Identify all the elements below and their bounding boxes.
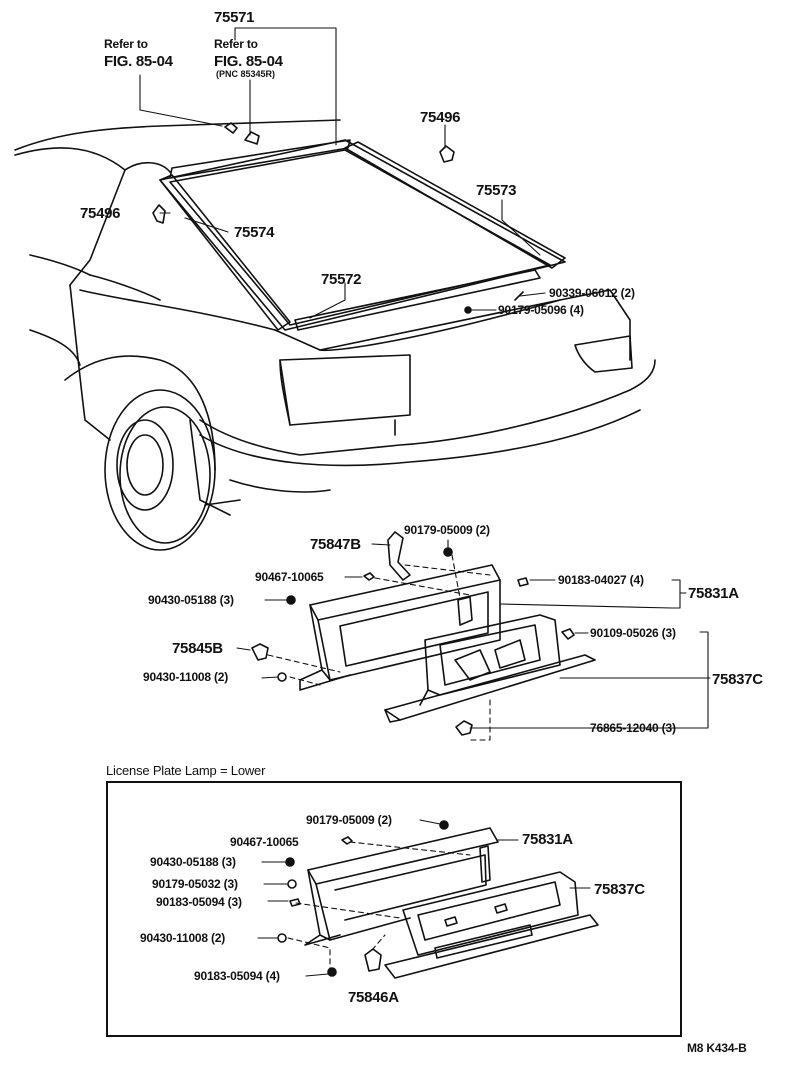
inset-label-90179-05032: 90179-05032 (3) (152, 877, 238, 891)
label-75847b: 75847B (310, 536, 361, 553)
clip-right (439, 145, 455, 163)
label-90430-11008: 90430-11008 (2) (143, 670, 229, 684)
inset-label-90183-05094-b: 90183-05094 (4) (194, 969, 280, 983)
label-75572: 75572 (321, 271, 362, 288)
dashed-guides-middle (267, 554, 491, 741)
label-90467-10065: 90467-10065 (255, 570, 324, 584)
weatherstrip-top (169, 139, 351, 179)
label-90109-05026: 90109-05026 (3) (590, 626, 676, 640)
inset-label-75831a: 75831A (522, 831, 573, 848)
label-refer-left-2: FIG. 85-04 (104, 53, 173, 70)
weatherstrip-right (344, 141, 566, 269)
inset-label-90430-11008: 90430-11008 (2) (140, 931, 226, 945)
label-90179-05009: 90179-05009 (2) (404, 523, 490, 537)
inset-label-90430-05188: 90430-05188 (3) (150, 855, 236, 869)
nut-c (286, 595, 296, 605)
garnish-75831a (299, 564, 501, 691)
leader-lines-inset (257, 819, 591, 977)
bracket-75845b (251, 643, 269, 661)
screw-b (561, 628, 575, 640)
clip-left (152, 204, 166, 224)
nut-a (464, 306, 472, 314)
clip-top-center (244, 131, 260, 145)
nut-d (277, 672, 287, 682)
label-refer-right-2: FIG. 85-04 (214, 53, 283, 70)
rear-glass (159, 139, 566, 331)
inset-grommet (341, 836, 353, 845)
clip-d (455, 720, 473, 736)
label-75496-right: 75496 (420, 109, 461, 126)
label-90430-05188: 90430-05188 (3) (148, 593, 234, 607)
inset-label-90183-05094-a: 90183-05094 (3) (156, 895, 242, 909)
label-75571: 75571 (214, 9, 255, 26)
inset-clip-f (327, 967, 337, 977)
weatherstrip-left (159, 174, 291, 331)
inset-label-75846a: 75846A (348, 989, 399, 1006)
leader-lines-upper (139, 27, 546, 319)
label-76865-12040: 76865-12040 (3) (590, 721, 676, 735)
car-body-outline (14, 119, 656, 516)
label-75831a: 75831A (688, 585, 739, 602)
inset-frame (106, 781, 682, 1037)
label-75496-left: 75496 (80, 205, 121, 222)
clip-top-left (224, 122, 238, 134)
label-75574: 75574 (234, 224, 275, 241)
footer-code: M8 K434-B (687, 1041, 747, 1055)
label-refer-right-1: Refer to (214, 37, 258, 51)
label-90183-04027: 90183-04027 (4) (558, 573, 644, 587)
inset-label-90179-05009: 90179-05009 (2) (306, 813, 392, 827)
label-90339-06012: 90339-06012 (2) (549, 286, 635, 300)
inset-label-75837c: 75837C (594, 881, 645, 898)
label-refer-right-pnc: (PNC 85345R) (216, 69, 276, 79)
inset-label-90467-10065: 90467-10065 (230, 835, 299, 849)
label-75837c: 75837C (712, 671, 763, 688)
inset-nut-b (439, 820, 449, 830)
plate-bracket-75837c (384, 614, 596, 723)
screw-a (514, 291, 524, 301)
label-90179-05096: 90179-05096 (4) (498, 303, 584, 317)
label-75845b: 75845B (172, 640, 223, 657)
clip-c (517, 577, 529, 587)
inset-title: License Plate Lamp = Lower (106, 763, 266, 778)
label-refer-left-1: Refer to (104, 37, 148, 51)
inset-plate-bracket-75837c (384, 871, 599, 979)
inset-garnish-75831a (304, 827, 499, 946)
bracket-75847b (387, 531, 411, 581)
dashed-guides-inset (287, 841, 471, 969)
weatherstrip-lower (294, 269, 541, 331)
rear-wheel (104, 389, 216, 551)
grommet-a (363, 572, 375, 581)
leader-lines-middle (236, 539, 711, 729)
label-75573: 75573 (476, 182, 517, 199)
nut-b (443, 547, 453, 557)
